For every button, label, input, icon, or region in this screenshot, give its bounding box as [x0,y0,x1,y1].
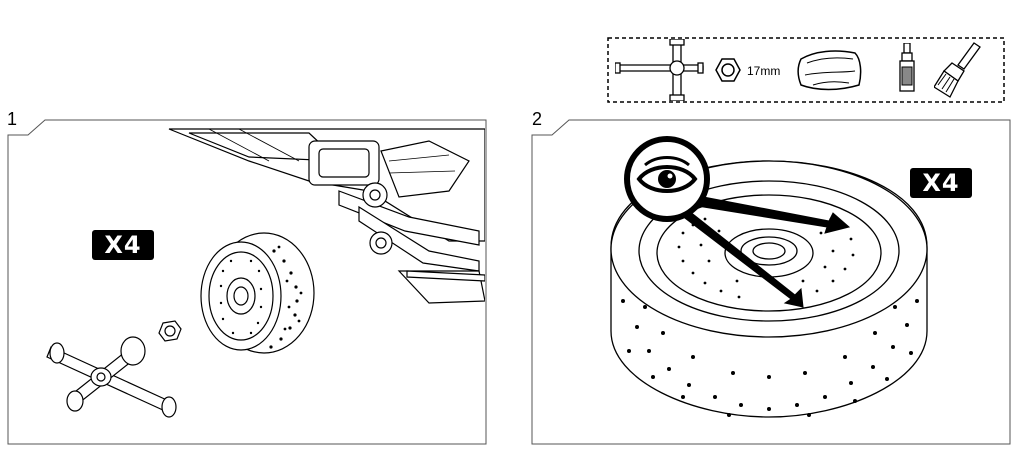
nut-size-label: 17mm [747,64,781,78]
step-1-frame [7,119,487,445]
cross-wrench-icon [615,39,704,101]
step-number-1: 1 [7,109,18,129]
quantity-badge-label: X4 [104,231,142,259]
quantity-badge: X4 [910,168,972,198]
eye-icon [624,136,710,222]
step-number-2: 2 [532,109,543,129]
hex-nut-icon [715,58,741,82]
tools-box: 17mm [607,37,1005,103]
quantity-badge: X4 [92,230,154,260]
bottle-icon [899,43,915,92]
step-2-illustration [610,136,928,418]
step-1-illustration [46,128,485,418]
quantity-badge-label: X4 [922,169,960,197]
cloth-icon [797,50,862,91]
step-2-frame [531,119,1011,445]
brush-icon [934,42,981,98]
